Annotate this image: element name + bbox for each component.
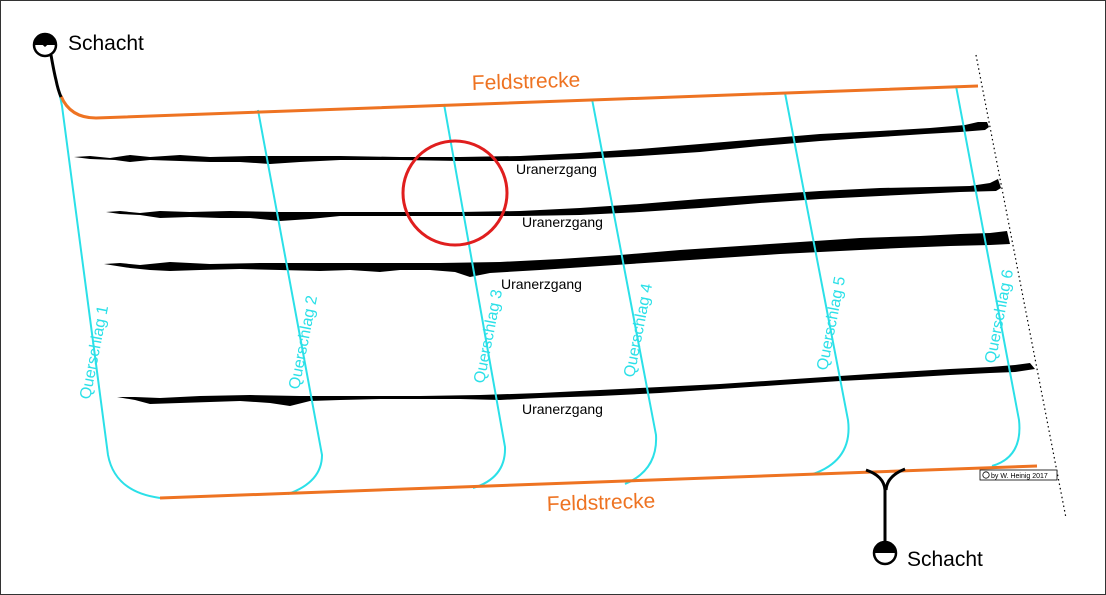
vein-label-3: Uranerzgang: [501, 276, 582, 292]
drift-lower-line: [159, 464, 1038, 500]
copyright-c-icon: [982, 471, 990, 479]
vein-2: [106, 179, 1001, 221]
vein-4: [117, 363, 1035, 406]
upper-shaft-connector: [49, 54, 63, 98]
drift-label-lower: Feldstrecke: [546, 490, 655, 516]
drift-upper-line: [59, 84, 979, 120]
copyright-box: by W. Heinig 2017: [979, 469, 1058, 481]
veins: [74, 122, 1035, 406]
crosscut-6-line: [955, 85, 1021, 467]
copyright-text: by W. Heinig 2017: [991, 473, 1048, 480]
lower-shaft-connector-left: [865, 468, 887, 545]
crosscut-1-line: [58, 90, 161, 499]
drifts: [59, 84, 1038, 500]
crosscut-5-line: [784, 92, 850, 475]
shaft-icon: [32, 32, 58, 58]
vein-1: [74, 122, 989, 164]
lower-shaft-connector-right: [884, 467, 906, 491]
shaft-label-upper: Schacht: [68, 32, 144, 55]
vein-label-2: Uranerzgang: [522, 214, 603, 230]
drift-label-upper: Feldstrecke: [471, 69, 580, 95]
vein-3: [104, 231, 1010, 277]
shaft-connections: [49, 54, 906, 545]
shaft-icon: [872, 540, 898, 566]
vein-label-4: Uranerzgang: [522, 401, 603, 417]
vein-label-1: Uranerzgang: [516, 161, 597, 177]
crosscut-2-line: [257, 109, 324, 495]
shaft-label-lower: Schacht: [907, 548, 983, 571]
highlight-circle: [401, 139, 509, 247]
